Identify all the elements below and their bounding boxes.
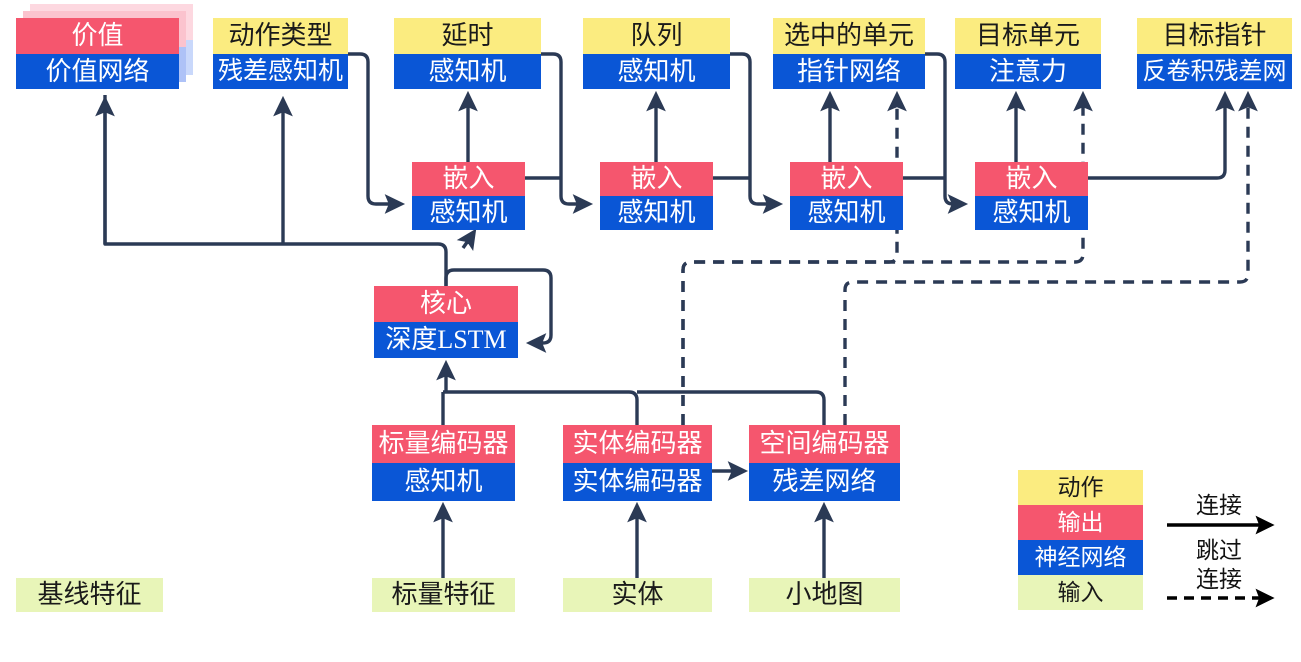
- node-selected-bottom-label: 指针网络: [773, 54, 925, 89]
- legend-arrows: [1167, 515, 1275, 608]
- wire-queue-to-embed3: [730, 52, 784, 214]
- skip-entityenc-to-targetunit: [681, 90, 1093, 425]
- node-value-top-label: 价值: [16, 18, 179, 54]
- node-queue-bottom-label: 感知机: [583, 54, 730, 89]
- wire-spatialenc-up: [637, 390, 826, 425]
- node-target_unit-bottom-label: 注意力: [955, 54, 1101, 89]
- legend-swatches: 动作输出神经网络输入: [1018, 470, 1143, 610]
- node-embed4-bottom-label: 感知机: [975, 196, 1088, 230]
- node-embed3[interactable]: 嵌入感知机: [790, 162, 903, 230]
- node-baseline_feat[interactable]: 基线特征: [16, 578, 163, 612]
- node-selected-top-label: 选中的单元: [773, 18, 925, 54]
- wire-embed4-to-targetpoint: [1088, 90, 1235, 180]
- node-embed4-top-label: 嵌入: [975, 162, 1088, 196]
- skip-entityenc-to-selected: [681, 90, 907, 425]
- legend-connection-label: 连接: [1196, 493, 1242, 518]
- skip-spatialenc-to-targetpoint: [843, 90, 1258, 425]
- node-spatial_enc-top-label: 空间编码器: [749, 425, 900, 463]
- node-value[interactable]: 价值价值网络: [16, 18, 179, 89]
- node-core-bottom-label: 深度LSTM: [374, 322, 518, 358]
- node-delay-bottom-label: 感知机: [394, 54, 541, 89]
- node-core[interactable]: 核心深度LSTM: [374, 286, 518, 358]
- node-scalar_enc-bottom-label: 感知机: [372, 463, 515, 501]
- node-scalar_enc-top-label: 标量编码器: [372, 425, 515, 463]
- node-target_unit-top-label: 目标单元: [955, 18, 1101, 54]
- node-core-top-label: 核心: [374, 286, 518, 322]
- node-embed1[interactable]: 嵌入感知机: [412, 162, 525, 230]
- node-entities-top-label: 实体: [563, 578, 712, 612]
- node-scalar_feat-top-label: 标量特征: [372, 578, 515, 612]
- node-delay[interactable]: 延时感知机: [394, 18, 541, 89]
- node-target_unit[interactable]: 目标单元注意力: [955, 18, 1101, 89]
- node-embed2[interactable]: 嵌入感知机: [600, 162, 713, 230]
- node-embed1-top-label: 嵌入: [412, 162, 525, 196]
- node-entities[interactable]: 实体: [563, 578, 712, 612]
- wire-entityenc-up: [443, 390, 639, 425]
- node-spatial_enc[interactable]: 空间编码器残差网络: [749, 425, 900, 501]
- node-embed2-bottom-label: 感知机: [600, 196, 713, 230]
- node-entity_enc-bottom-label: 实体编码器: [563, 463, 712, 501]
- wire-delay-to-embed2: [541, 52, 594, 214]
- wire-core-bus-left: [103, 95, 448, 286]
- node-queue-top-label: 队列: [583, 18, 730, 54]
- node-target_point[interactable]: 目标指针反卷积残差网: [1137, 18, 1292, 89]
- node-minimap-top-label: 小地图: [749, 578, 900, 612]
- node-spatial_enc-bottom-label: 残差网络: [749, 463, 900, 501]
- wire-core-self-loop: [444, 268, 553, 353]
- node-entity_enc-top-label: 实体编码器: [563, 425, 712, 463]
- legend-swatch-action: 动作: [1018, 470, 1143, 505]
- node-selected[interactable]: 选中的单元指针网络: [773, 18, 925, 89]
- node-minimap[interactable]: 小地图: [749, 578, 900, 612]
- wire-actiontype-to-embed1: [348, 52, 406, 214]
- node-entity_enc[interactable]: 实体编码器实体编码器: [563, 425, 712, 501]
- legend-swatch-output: 输出: [1018, 505, 1143, 540]
- node-target_point-top-label: 目标指针: [1137, 18, 1292, 54]
- node-target_point-bottom-label: 反卷积残差网: [1137, 54, 1292, 89]
- node-embed2-top-label: 嵌入: [600, 162, 713, 196]
- node-action_type[interactable]: 动作类型残差感知机: [213, 18, 348, 89]
- wire-selected-to-embed4: [925, 52, 969, 214]
- node-value-bottom-label: 价值网络: [16, 54, 179, 89]
- node-embed4[interactable]: 嵌入感知机: [975, 162, 1088, 230]
- node-scalar_enc[interactable]: 标量编码器感知机: [372, 425, 515, 501]
- node-action_type-top-label: 动作类型: [213, 18, 348, 54]
- legend-swatch-network: 神经网络: [1018, 540, 1143, 575]
- node-action_type-bottom-label: 残差感知机: [213, 54, 348, 89]
- node-embed1-bottom-label: 感知机: [412, 196, 525, 230]
- node-embed3-bottom-label: 感知机: [790, 196, 903, 230]
- legend-skip-label-line2: 连接: [1196, 567, 1242, 592]
- node-scalar_feat[interactable]: 标量特征: [372, 578, 515, 612]
- node-delay-top-label: 延时: [394, 18, 541, 54]
- wire-core-to-embed1: [456, 228, 477, 252]
- legend-swatch-input: 输入: [1018, 575, 1143, 610]
- node-baseline_feat-top-label: 基线特征: [16, 578, 163, 612]
- legend-skip-label-line1: 跳过: [1196, 538, 1242, 563]
- node-embed3-top-label: 嵌入: [790, 162, 903, 196]
- node-queue[interactable]: 队列感知机: [583, 18, 730, 89]
